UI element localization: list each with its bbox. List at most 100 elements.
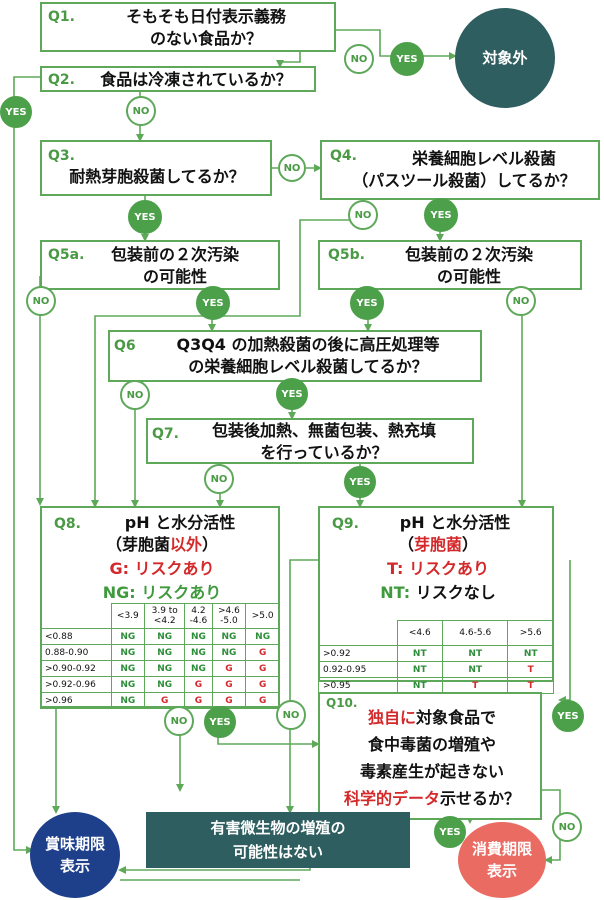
q5a-text: 包装前の２次汚染 の可能性 (110, 245, 239, 286)
q8-risk-cell: G (211, 660, 247, 677)
q5a-no-badge: NO (26, 286, 56, 316)
exempt-outcome: 対象外 (455, 8, 555, 108)
q5a-yes-badge: YES (196, 286, 230, 320)
q8-aw-label: >0.90-0.92 (40, 660, 112, 677)
q7-no-badge: NO (204, 464, 234, 494)
q8-risk-cell: NG (211, 628, 247, 645)
q10-number: Q10. (326, 696, 358, 710)
q9-risk-cell: NT (442, 661, 509, 678)
q8-risk-cell: NG (110, 644, 146, 661)
q4-yes-badge: YES (424, 198, 458, 232)
q7-text: 包装後加熱、無菌包装、熱充填 を行っているか？ (211, 421, 436, 462)
q2-box: Q2. 食品は冷凍されているか？ (40, 66, 316, 92)
q4-no-badge: NO (348, 200, 378, 230)
q1-text: そもそも日付表示義務 のない食品か？ (126, 7, 286, 48)
q8-risk-cell: NG (184, 644, 213, 661)
q8-risk-cell: NG (245, 628, 280, 645)
q8-risk-cell: G (245, 692, 280, 709)
q9-risk-cell: NT (507, 645, 554, 662)
q7-box: Q7. 包装後加熱、無菌包装、熱充填 を行っているか？ (146, 418, 474, 464)
q5b-no-badge: NO (506, 286, 536, 316)
q8-title: pH と水分活性 (124, 513, 236, 532)
q9-yes-badge: YES (552, 700, 584, 732)
q9-ph-header: >5.6 (507, 620, 554, 646)
best-before-outcome: 賞味期限 表示 (30, 812, 120, 898)
q8-ph-header: >4.6-5.0 (211, 603, 247, 629)
q8-no-badge: NO (164, 706, 194, 736)
q8-risk-cell: NG (144, 644, 186, 661)
q8-number: Q8. (54, 516, 81, 532)
q9-t-legend: T: リスクあり (386, 559, 489, 578)
q10-yes-badge: YES (434, 816, 466, 848)
q9-ph-header: <4.6 (396, 620, 444, 646)
q8-aw-label: 0.88-0.90 (40, 644, 112, 661)
use-by-outcome: 消費期限 表示 (458, 822, 546, 898)
q9-subtitle: （芽胞菌） (397, 535, 479, 554)
q8-risk-cell: NG (184, 628, 213, 645)
q4-number: Q4. (330, 148, 357, 164)
q4-text: 栄養細胞レベル殺菌 （パスツール殺菌）してるか？ (352, 149, 576, 190)
q2-yes-badge: YES (0, 96, 32, 128)
q8-g-legend: G: リスクあり (109, 559, 215, 578)
q3-yes-badge: YES (128, 200, 162, 234)
q9-aw-label: >0.92 (318, 645, 398, 662)
q8-risk-cell: NG (144, 676, 186, 693)
q9-risk-cell: T (507, 661, 554, 678)
q10-text: 独自に対象食品で 食中毒菌の増殖や 毒素産生が起きない 科学的データ示せるか？ (343, 708, 521, 808)
q5b-box: Q5b. 包装前の２次汚染 の可能性 (318, 240, 582, 290)
q8-risk-cell: NG (144, 660, 186, 677)
q6-no-badge: NO (120, 380, 150, 410)
q5a-box: Q5a. 包装前の２次汚染 の可能性 (40, 240, 280, 290)
q5b-yes-badge: YES (350, 286, 384, 320)
q9-risk-cell: NT (442, 645, 509, 662)
q8-risk-cell: G (184, 692, 213, 709)
q8-subtitle: （芽胞菌以外） (105, 535, 219, 554)
q5b-text: 包装前の２次汚染 の可能性 (404, 245, 533, 286)
q8-ng-legend: NG: リスクあり (102, 583, 222, 602)
q9-number: Q9. (332, 516, 359, 532)
q6-text: Q3Q4 の加熱殺菌の後に高圧処理等 の栄養細胞レベル殺菌してるか？ (176, 335, 440, 376)
q9-nt-legend: NT: リスクなし (380, 583, 496, 602)
q10-box: Q10. 独自に対象食品で 食中毒菌の増殖や 毒素産生が起きない 科学的データ示… (318, 692, 542, 820)
q1-number: Q1. (48, 9, 75, 25)
q7-number: Q7. (152, 426, 179, 442)
q8-risk-cell: NG (144, 628, 186, 645)
q8-risk-cell: NG (110, 692, 146, 709)
q7-yes-badge: YES (344, 466, 376, 498)
q8-risk-cell: G (211, 676, 247, 693)
q1-box: Q1. そもそも日付表示義務 のない食品か？ (40, 2, 336, 52)
q8-yes-badge: YES (204, 706, 236, 738)
q3-number: Q3. (48, 148, 75, 164)
q8-aw-label: <0.88 (40, 628, 112, 645)
q5b-number: Q5b. (328, 247, 365, 263)
q8-ph-header: 4.2-4.6 (184, 603, 213, 629)
q8-risk-cell: NG (184, 660, 213, 677)
q8-risk-cell: G (184, 676, 213, 693)
q6-yes-badge: YES (276, 378, 308, 410)
q8-risk-cell: NG (110, 628, 146, 645)
q8-ph-header: 3.9 to<4.2 (144, 603, 186, 629)
q3-box: Q3. 耐熱芽胞殺菌してるか？ (40, 140, 272, 196)
q2-no-badge: NO (126, 96, 156, 126)
q8-risk-cell: NG (110, 676, 146, 693)
q9-no-badge: NO (276, 700, 306, 730)
no-growth-outcome: 有害微生物の増殖の 可能性はない (146, 812, 410, 868)
q1-no-badge: NO (344, 44, 374, 74)
q3-no-badge: NO (278, 154, 306, 182)
q9-risk-cell: NT (396, 645, 444, 662)
q6-box: Q6 Q3Q4 の加熱殺菌の後に高圧処理等 の栄養細胞レベル殺菌してるか？ (108, 330, 482, 382)
q6-number: Q6 (114, 338, 136, 354)
q8-risk-cell: NG (110, 660, 146, 677)
q9-ph-header: 4.6-5.6 (442, 620, 509, 646)
q8-aw-label: >0.96 (40, 692, 112, 709)
